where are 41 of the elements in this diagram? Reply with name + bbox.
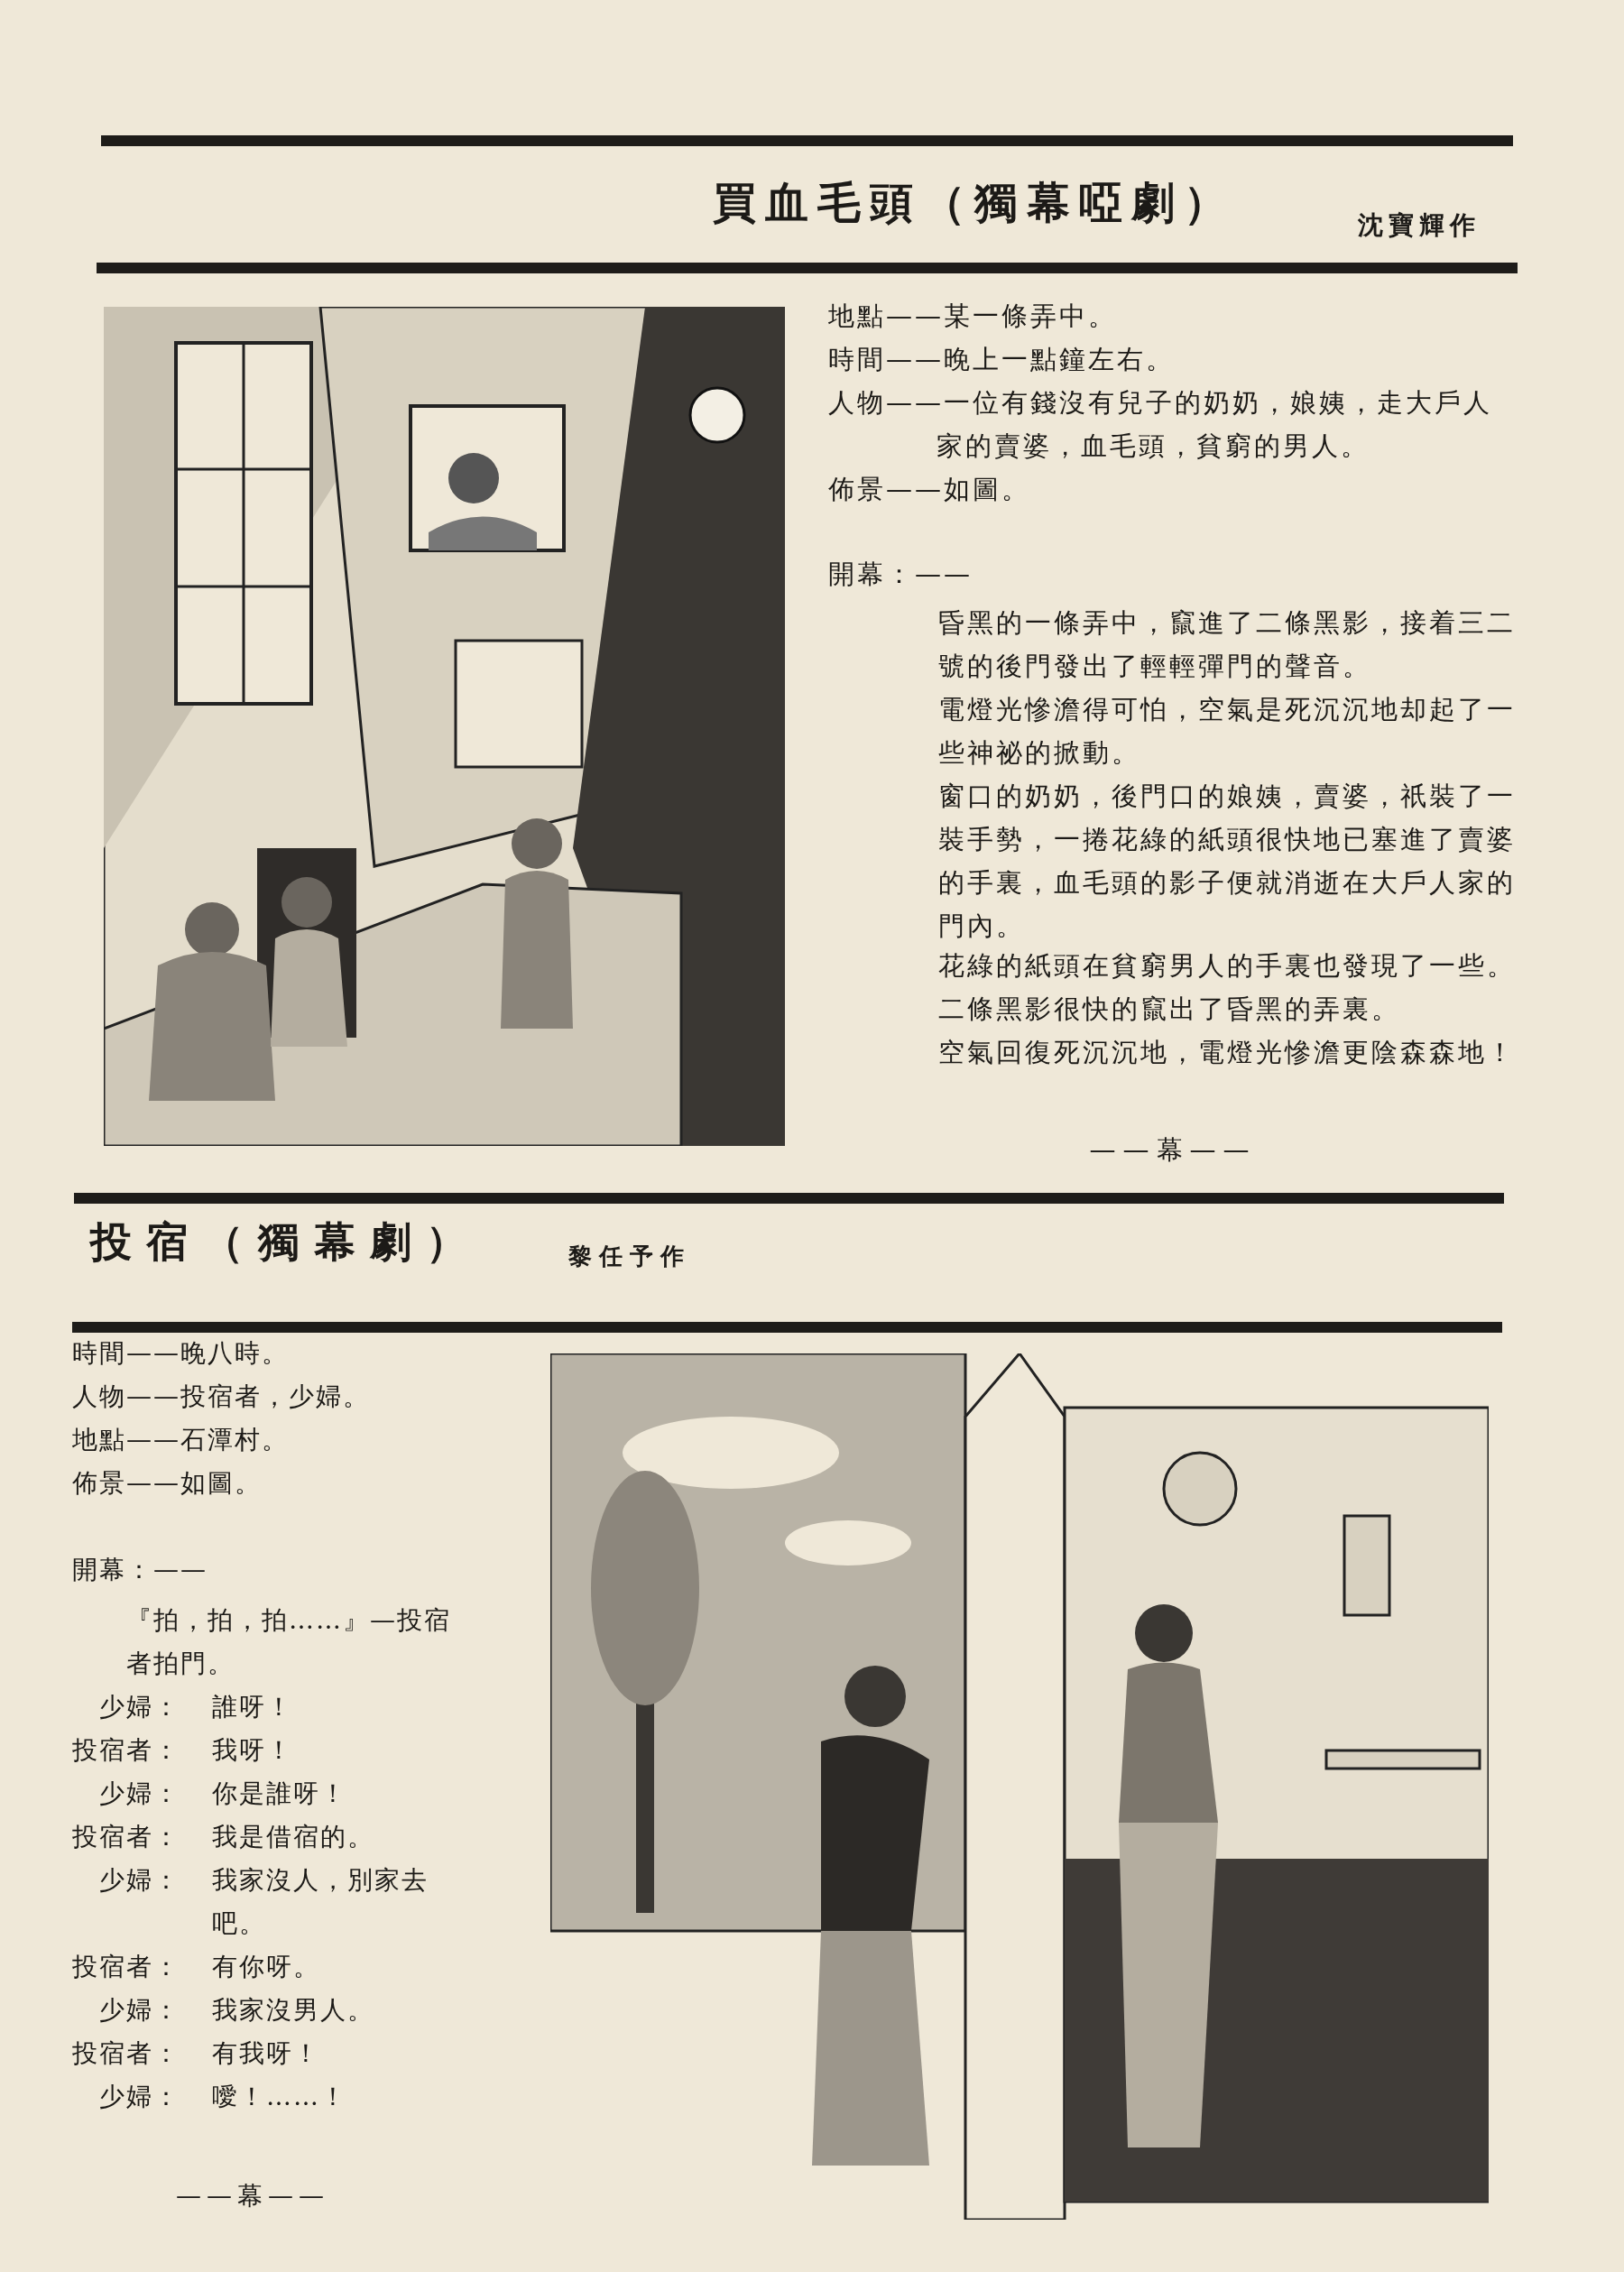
- stage-direction: 佈景——如圖。: [828, 473, 1031, 506]
- dialogue-line: 我是借宿的。: [212, 1821, 375, 1853]
- dialogue-line: 你是誰呀！: [212, 1778, 348, 1810]
- stage-direction: 『拍，拍，拍……』—投宿者拍門。: [126, 1604, 451, 1680]
- speaker-name: 少婦：: [98, 1691, 180, 1723]
- speaker-name: 投宿者：: [71, 1951, 180, 1983]
- stage-direction: 二條黑影很快的竄出了昏黑的弄裏。: [938, 993, 1401, 1026]
- speaker-name: 少婦：: [98, 2081, 180, 2113]
- author-name: 沈寶輝作: [1358, 209, 1481, 242]
- speaker-name: 少婦：: [98, 1864, 180, 1897]
- curtain-line: ——幕——: [1088, 1133, 1258, 1167]
- dialogue-line: 我家沒男人。: [212, 1994, 375, 2027]
- dialogue-line: 誰呀！: [212, 1691, 294, 1723]
- play-title: 買血毛頭（獨幕啞劇）: [713, 180, 1237, 224]
- dialogue-line: 我呀！: [212, 1734, 294, 1767]
- stage-direction: 時間——晚八時。: [72, 1337, 290, 1370]
- dialogue-line: 有我呀！: [212, 2037, 321, 2070]
- stage-direction: 時間——晚上一點鐘左右。: [828, 343, 1176, 376]
- speaker-name: 少婦：: [98, 1994, 180, 2027]
- stage-direction: 開幕：——: [72, 1554, 208, 1586]
- author-name: 黎任予作: [568, 1242, 692, 1271]
- dialogue-line: 噯！……！: [212, 2081, 348, 2113]
- stage-direction: 開幕：——: [828, 558, 973, 591]
- stage-direction: 人物——一位有錢沒有兒子的奶奶，娘姨，走大戶人家的賣婆，血毛頭，貧窮的男人。: [828, 386, 1493, 463]
- stage-direction: 地點——某一條弄中。: [828, 300, 1118, 333]
- dialogue-line: 我家沒人，別家去吧。: [212, 1864, 429, 1940]
- speaker-name: 投宿者：: [71, 1734, 180, 1767]
- dialogue-line: 有你呀。: [212, 1951, 321, 1983]
- speaker-name: 投宿者：: [71, 2037, 180, 2070]
- play-title: 投宿（獨幕劇）: [90, 1220, 483, 1263]
- stage-direction: 空氣回復死沉沉地，電燈光慘澹更陰森森地！: [938, 1036, 1516, 1069]
- stage-direction: 花綠的紙頭在貧窮男人的手裏也發現了一些。: [938, 949, 1516, 983]
- curtain-line: ——幕——: [175, 2180, 330, 2212]
- stage-direction: 昏黑的一條弄中，竄進了二條黑影，接着三二號的後門發出了輕輕彈門的聲音。: [938, 606, 1516, 683]
- stage-direction: 地點——石潭村。: [72, 1424, 290, 1456]
- speaker-name: 少婦：: [98, 1778, 180, 1810]
- stage-direction: 窗口的奶奶，後門口的娘姨，賣婆，祇裝了一裝手勢，一捲花綠的紙頭很快地已塞進了賣婆的手裏，血毛頭的影子便就消逝在大戶人家的門內。: [938, 780, 1516, 943]
- speaker-name: 投宿者：: [71, 1821, 180, 1853]
- stage-direction: 人物——投宿者，少婦。: [72, 1381, 371, 1413]
- stage-direction: 佈景——如圖。: [72, 1467, 263, 1500]
- stage-direction: 電燈光慘澹得可怕，空氣是死沉沉地却起了一些神祕的掀動。: [938, 693, 1516, 770]
